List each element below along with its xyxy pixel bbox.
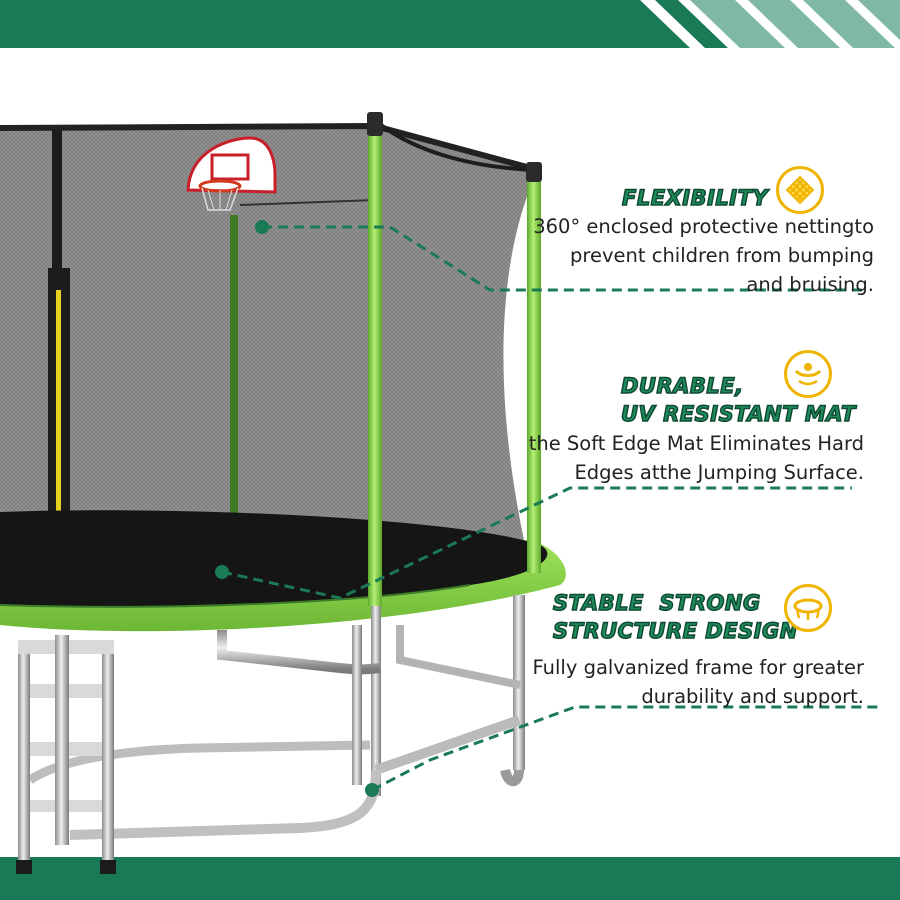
- feature-title-line: STABLE STRONG: [552, 590, 761, 616]
- callout-dot-mat: [215, 565, 229, 579]
- feature-title-line: UV RESISTANT MAT: [620, 401, 856, 427]
- feature-desc-flexibility: 360° enclosed protective nettingto preve…: [533, 212, 874, 299]
- feature-title-line: DURABLE,: [620, 373, 744, 399]
- callout-dot-net: [255, 220, 269, 234]
- enclosure-poles: [367, 112, 542, 606]
- feature-desc-durable: the Soft Edge Mat Eliminates Hard Edges …: [529, 429, 864, 487]
- feature-desc-line: durability and support.: [641, 685, 864, 708]
- bottom-band: [0, 857, 900, 900]
- feature-desc-line: prevent children from bumping: [570, 244, 874, 267]
- net-grid-icon: [776, 166, 824, 214]
- enclosure-net: [0, 118, 539, 590]
- feature-title-stable: STABLE STRONG STRUCTURE DESIGN: [552, 589, 798, 645]
- feature-desc-line: and bruising.: [746, 273, 874, 296]
- feature-desc-line: the Soft Edge Mat Eliminates Hard: [528, 432, 864, 455]
- jumping-person-icon: [784, 350, 832, 398]
- callout-lines: [221, 225, 880, 792]
- trampoline-mat: [0, 510, 566, 632]
- callout-dot-frame: [365, 783, 379, 797]
- feature-desc-line: 360° enclosed protective nettingto: [533, 215, 874, 238]
- feature-title-flexibility: FLEXIBILITY: [621, 185, 769, 211]
- basketball-hoop-icon: [186, 136, 277, 211]
- trampoline-frame-icon: [784, 584, 832, 632]
- feature-desc-line: Fully galvanized frame for greater: [532, 656, 864, 679]
- ladder: [16, 635, 116, 874]
- feature-desc-stable: Fully galvanized frame for greater durab…: [532, 653, 864, 711]
- feature-desc-line: Edges atthe Jumping Surface.: [574, 461, 864, 484]
- header-stripes: [0, 0, 900, 48]
- feature-title-durable: DURABLE, UV RESISTANT MAT: [620, 372, 856, 428]
- feature-title-line: STRUCTURE DESIGN: [552, 618, 798, 644]
